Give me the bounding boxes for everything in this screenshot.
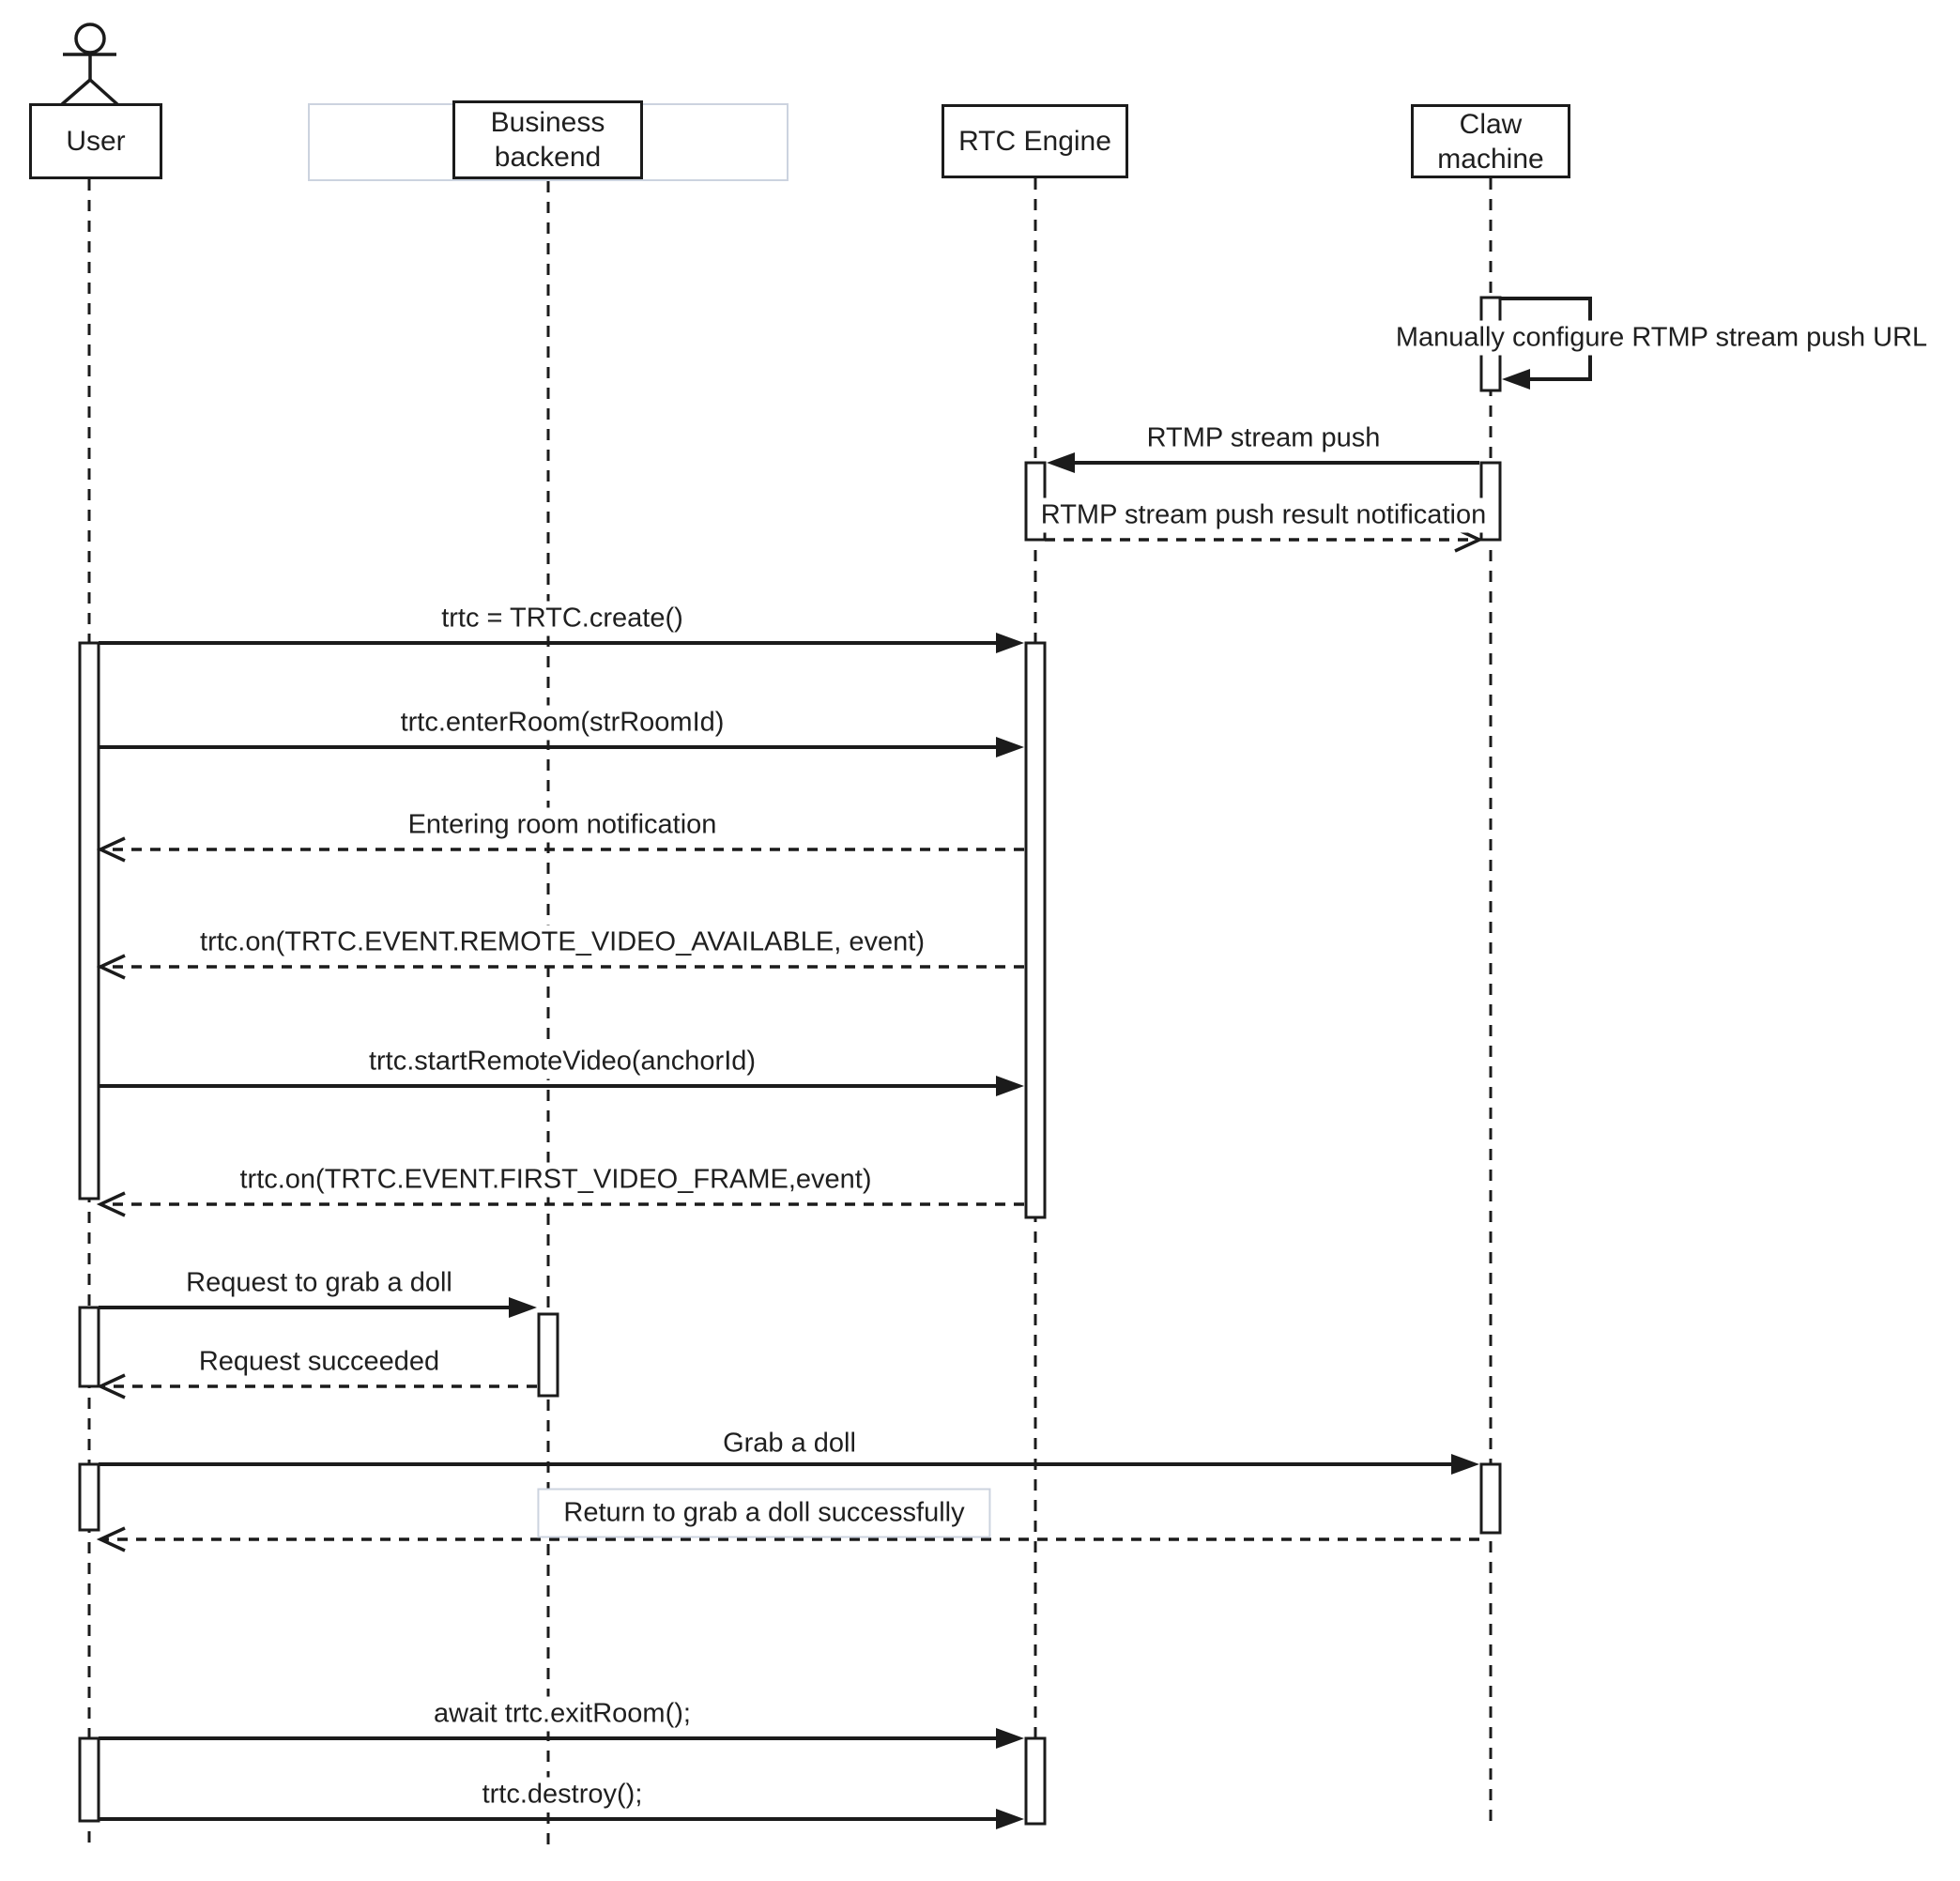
participant-claw: Claw machine — [1411, 104, 1570, 178]
activation-bar-rtc — [1024, 641, 1047, 1219]
message-label: RTMP stream push result notification — [1033, 497, 1494, 533]
participant-rtc: RTC Engine — [942, 104, 1128, 178]
arrowhead-filled — [996, 737, 1024, 757]
message-label: Manually configure RTMP stream push URL — [1387, 320, 1936, 356]
message-label: trtc.destroy(); — [474, 1777, 651, 1812]
arrowhead-open — [96, 1191, 126, 1217]
arrowhead-open — [96, 954, 126, 980]
message-label: RTMP stream push — [1139, 421, 1388, 456]
activation-bar-claw — [1479, 1462, 1502, 1535]
arrowhead-open — [96, 1526, 126, 1552]
participant-backend-label-line1: Business — [490, 107, 605, 138]
arrowhead-filled — [996, 1076, 1024, 1096]
message-label: await trtc.exitRoom(); — [426, 1696, 698, 1732]
message-label: Request succeeded — [191, 1344, 448, 1380]
message-label-boxed: Return to grab a doll successfully — [537, 1488, 991, 1538]
message-label: trtc.enterRoom(strRoomId) — [392, 705, 732, 741]
message-label: trtc.startRemoteVideo(anchorId) — [360, 1044, 764, 1079]
activation-bar-rtc — [1024, 1736, 1047, 1826]
message-label: Grab a doll — [715, 1426, 864, 1461]
arrowhead-filled — [996, 1809, 1024, 1829]
participant-backend-label-line2: backend — [494, 142, 602, 173]
arrowhead-filled — [996, 633, 1024, 653]
message-label: trtc = TRTC.create() — [434, 601, 691, 636]
participant-claw-label-line2: machine — [1437, 143, 1544, 175]
message-label: trtc.on(TRTC.EVENT.REMOTE_VIDEO_AVAILABL… — [192, 925, 932, 960]
participant-claw-label-line1: Claw — [1459, 108, 1523, 140]
message-label: trtc.on(TRTC.EVENT.FIRST_VIDEO_FRAME,eve… — [232, 1162, 880, 1198]
arrowhead-filled — [996, 1728, 1024, 1749]
self-message-arrowhead — [1502, 369, 1530, 390]
arrowhead-filled — [1047, 452, 1075, 473]
participant-user: User — [29, 103, 162, 179]
arrowhead-open — [96, 1373, 126, 1399]
arrowhead-filled — [1451, 1454, 1479, 1475]
message-label: Entering room notification — [400, 807, 725, 843]
activation-bar-user — [78, 1736, 100, 1823]
user-actor-icon — [59, 23, 120, 107]
message-label: Request to grab a doll — [178, 1265, 460, 1301]
activation-bar-user — [78, 641, 100, 1200]
arrowhead-open — [96, 836, 126, 863]
activation-bar-backend — [537, 1312, 559, 1398]
arrowhead-filled — [509, 1297, 537, 1318]
activation-bar-user — [78, 1462, 100, 1532]
participant-user-label: User — [66, 126, 126, 157]
participant-backend: Business backend — [452, 100, 643, 179]
participant-rtc-label: RTC Engine — [958, 126, 1111, 157]
activation-bar-user — [78, 1306, 100, 1388]
